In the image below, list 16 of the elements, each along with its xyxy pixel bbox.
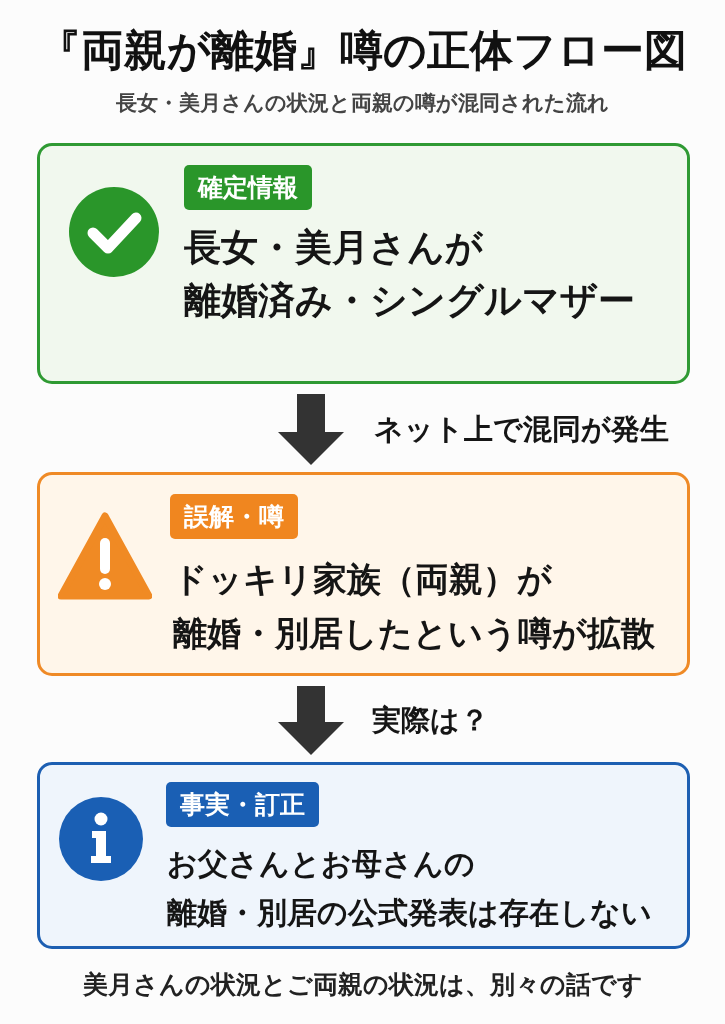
arrow: [278, 686, 344, 755]
category-tag: 確定情報: [183, 164, 312, 210]
edge-label: 実際は？: [372, 701, 489, 739]
edge-label: ネット上で混同が発生: [374, 410, 669, 448]
subtitle: 長女・美月さんの状況と両親の噂が混同された流れ: [115, 90, 610, 117]
body-text: 長女・美月さんが離婚済み・シングルマザー: [183, 224, 635, 324]
category-tag: 事実・訂正: [165, 781, 319, 827]
note-text: 美月さんの状況とご両親の状況は、別々の話です: [81, 969, 644, 1000]
flow-box: [37, 762, 690, 949]
title: 『両親が離婚』噂の正体フロー図: [37, 24, 688, 77]
category-tag: 誤解・噂: [169, 493, 298, 539]
flow-box: [37, 472, 690, 676]
flow-box: [37, 143, 690, 384]
body-text: お父さんとお母さんの離婚・別居の公式発表は存在しない: [166, 844, 652, 932]
body-text: ドッキリ家族（両親）が離婚・別居したという噂が拡散: [172, 557, 655, 655]
arrow: [278, 394, 344, 465]
